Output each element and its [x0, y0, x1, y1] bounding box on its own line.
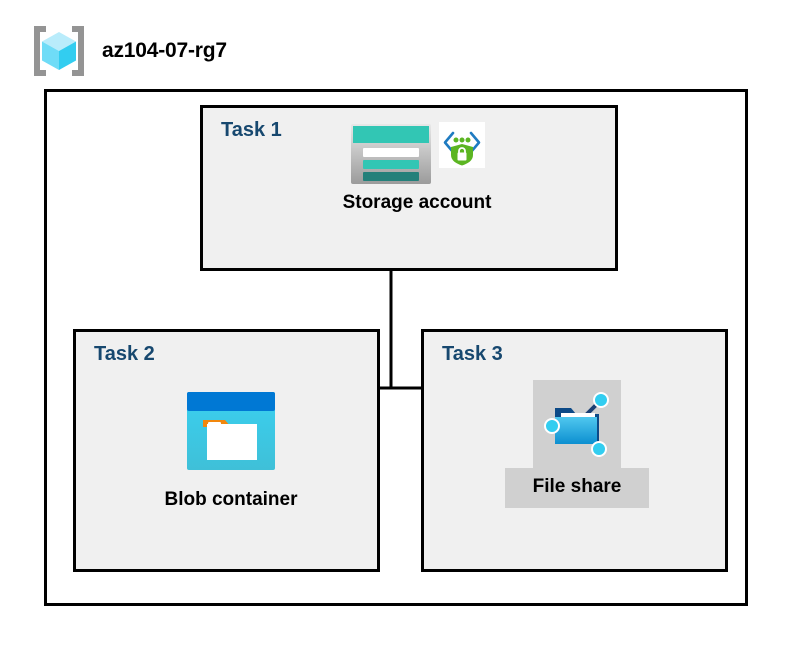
task-box-3[interactable]: Task 3 [421, 329, 728, 572]
blob-container-caption: Blob container [164, 489, 298, 510]
storage-account-icon-row [349, 122, 485, 186]
node-file-share[interactable]: File share [504, 380, 650, 508]
task-box-1[interactable]: Task 1 [200, 105, 618, 271]
blob-container-icon [185, 390, 277, 477]
resource-group-header: az104-07-rg7 [30, 24, 227, 78]
task-3-label: Task 3 [442, 343, 503, 365]
resource-group-container: Task 1 [44, 89, 748, 606]
task-box-2[interactable]: Task 2 [73, 329, 380, 572]
secure-endpoint-shield-icon [439, 122, 485, 173]
file-share-icon [533, 380, 621, 468]
node-storage-account[interactable]: Storage account [307, 122, 527, 214]
resource-group-title: az104-07-rg7 [102, 39, 227, 62]
storage-account-caption: Storage account [342, 192, 492, 213]
node-blob-container[interactable]: Blob container [151, 390, 311, 511]
storage-account-icon [349, 122, 433, 191]
task-1-label: Task 1 [221, 119, 282, 141]
resource-group-icon [30, 24, 88, 78]
file-share-caption: File share [504, 468, 650, 508]
task-2-label: Task 2 [94, 343, 155, 365]
